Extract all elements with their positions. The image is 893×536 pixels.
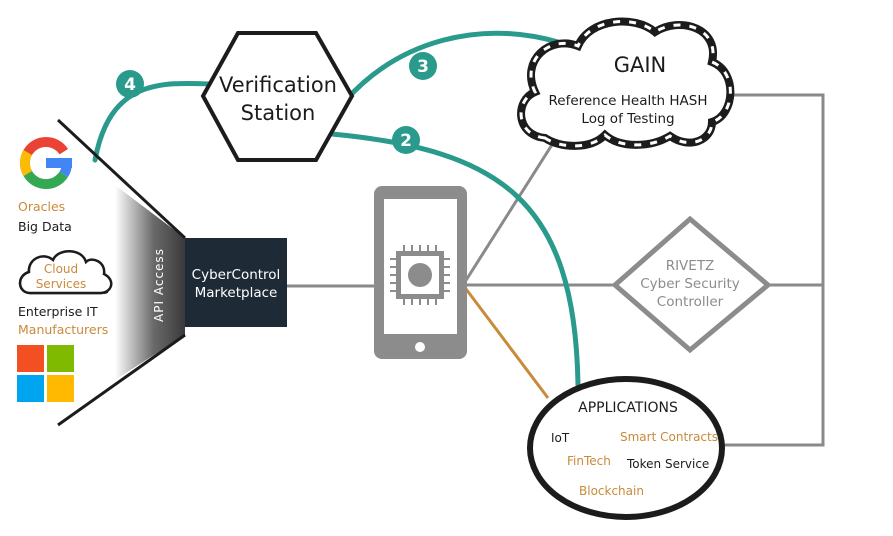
- gain-line2: Log of Testing: [581, 111, 674, 127]
- cloud-services-icon: Cloud Services: [18, 250, 113, 295]
- applications-title: APPLICATIONS: [578, 400, 678, 416]
- verification-hexagon: [200, 31, 355, 162]
- marketplace-line2: Marketplace: [195, 285, 278, 301]
- big-data-label: Big Data: [18, 219, 72, 234]
- cloud-line2: Services: [36, 277, 87, 291]
- phone-device: [374, 186, 467, 359]
- app-smart-contracts: Smart Contracts: [620, 430, 718, 444]
- step-badge-2: 2: [392, 126, 420, 154]
- svg-text:2: 2: [400, 131, 412, 151]
- rivetz-controller: RIVETZ Cyber Security Controller: [611, 215, 772, 354]
- manufacturers-label: Manufacturers: [18, 322, 108, 337]
- gray-connectors: [287, 93, 825, 447]
- rivetz-line3: Controller: [657, 294, 724, 310]
- applications-ellipse: APPLICATIONS IoT Smart Contracts FinTech…: [527, 376, 725, 520]
- api-access-label: API Access: [152, 248, 166, 322]
- verification-line1: Verification: [219, 73, 337, 97]
- oracles-label: Oracles: [18, 199, 65, 214]
- connector-gain-right: [718, 93, 825, 447]
- rivetz-line1: RIVETZ: [666, 258, 715, 274]
- google-logo-icon: [20, 136, 73, 190]
- rivetz-line2: Cyber Security: [640, 276, 740, 292]
- app-iot: IoT: [551, 431, 570, 445]
- app-blockchain: Blockchain: [579, 484, 644, 498]
- gain-chain-cloud: GAIN Reference Health HASH Log of Testin…: [517, 17, 735, 150]
- gain-title: GAIN: [614, 53, 667, 77]
- api-funnel: API Access: [56, 118, 187, 427]
- svg-text:3: 3: [417, 57, 429, 77]
- step-badge-3: 3: [409, 52, 437, 80]
- cybercontrol-marketplace: CyberControl Marketplace: [185, 238, 287, 327]
- app-token-service: Token Service: [626, 457, 709, 471]
- connector-phone-gain: [461, 139, 557, 286]
- windows-logo-icon: [17, 345, 74, 402]
- teal-path-sources-verification: [92, 80, 215, 163]
- step-badge-4: 4: [116, 70, 144, 98]
- verification-line2: Station: [241, 101, 316, 125]
- teal-path-verification-gain: [343, 30, 561, 103]
- cloud-line1: Cloud: [44, 262, 78, 276]
- gain-line1: Reference Health HASH: [548, 93, 707, 109]
- enterprise-it-label: Enterprise IT: [18, 304, 98, 319]
- connector-phone-applications: [461, 284, 550, 399]
- svg-text:4: 4: [124, 75, 136, 95]
- verification-station: Verification Station: [200, 31, 355, 162]
- app-fintech: FinTech: [567, 454, 611, 468]
- marketplace-line1: CyberControl: [192, 267, 281, 283]
